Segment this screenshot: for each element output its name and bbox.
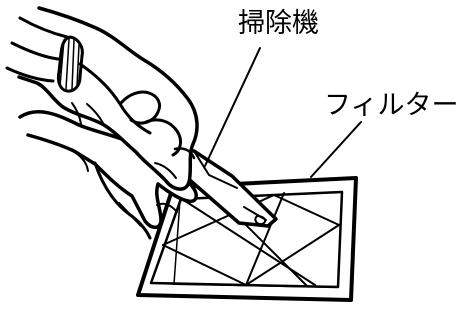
cleaner-leader-line [204,47,261,167]
filter-leader-line [310,121,362,178]
left-hand [18,109,198,240]
filter-label: フィルター [324,90,459,121]
right-hand [5,6,199,191]
cleaner-nozzle [169,147,278,228]
label-leaders [204,47,362,178]
cleaner-label: 掃除機 [238,8,319,39]
